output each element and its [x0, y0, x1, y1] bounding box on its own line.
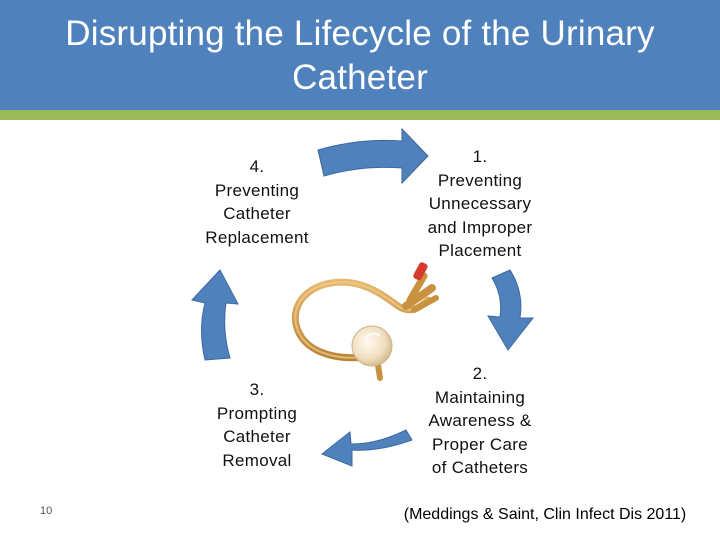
title-bar — [0, 0, 720, 110]
arrow-left-curved-arrow-icon — [191, 269, 239, 361]
step-line: Preventing — [214, 180, 300, 200]
step-line: Preventing — [437, 170, 523, 190]
step-line: Proper Care — [432, 434, 528, 454]
step-line: Placement — [438, 241, 522, 260]
step-2-maintaining-awareness: 2. Maintaining Awareness & Proper Care o… — [405, 362, 555, 480]
step-line: of Catheters — [431, 458, 529, 477]
step-line: Prompting — [216, 403, 298, 423]
step-line: Removal — [222, 450, 292, 470]
slide-title-line-1: Disrupting the Lifecycle of the Urinary — [65, 14, 655, 53]
step-line: Catheter — [223, 427, 291, 446]
step-number: 4. — [249, 157, 265, 176]
step-number: 1. — [472, 147, 488, 166]
arrow-bottom-curved-arrow-icon — [321, 429, 413, 467]
foley-catheter-icon — [291, 262, 439, 381]
slide-title: Disrupting the Lifecycle of the Urinary … — [20, 12, 700, 100]
step-3-prompting-removal: 3. Prompting Catheter Removal — [182, 378, 332, 472]
step-number: 3. — [249, 380, 265, 399]
step-line: Replacement — [205, 227, 309, 247]
step-line: Catheter — [223, 204, 291, 223]
step-4-preventing-replacement: 4. Preventing Catheter Replacement — [182, 155, 332, 249]
step-line: Unnecessary — [428, 194, 532, 213]
slide-number: 10 — [40, 505, 53, 517]
arrow-right-curved-arrow-icon — [487, 269, 535, 351]
step-line: Maintaining — [434, 387, 526, 407]
step-1-preventing-unnecessary-placement: 1. Preventing Unnecessary and Improper P… — [405, 145, 555, 263]
step-number: 2. — [472, 364, 488, 383]
step-line: Awareness & — [428, 411, 532, 430]
arrow-top-curved-arrow-icon — [317, 127, 429, 185]
step-line: and Improper — [427, 217, 533, 237]
slide-title-line-2: Catheter — [292, 58, 428, 97]
citation: (Meddings & Saint, Clin Infect Dis 2011) — [403, 506, 687, 523]
title-underline — [0, 110, 720, 120]
